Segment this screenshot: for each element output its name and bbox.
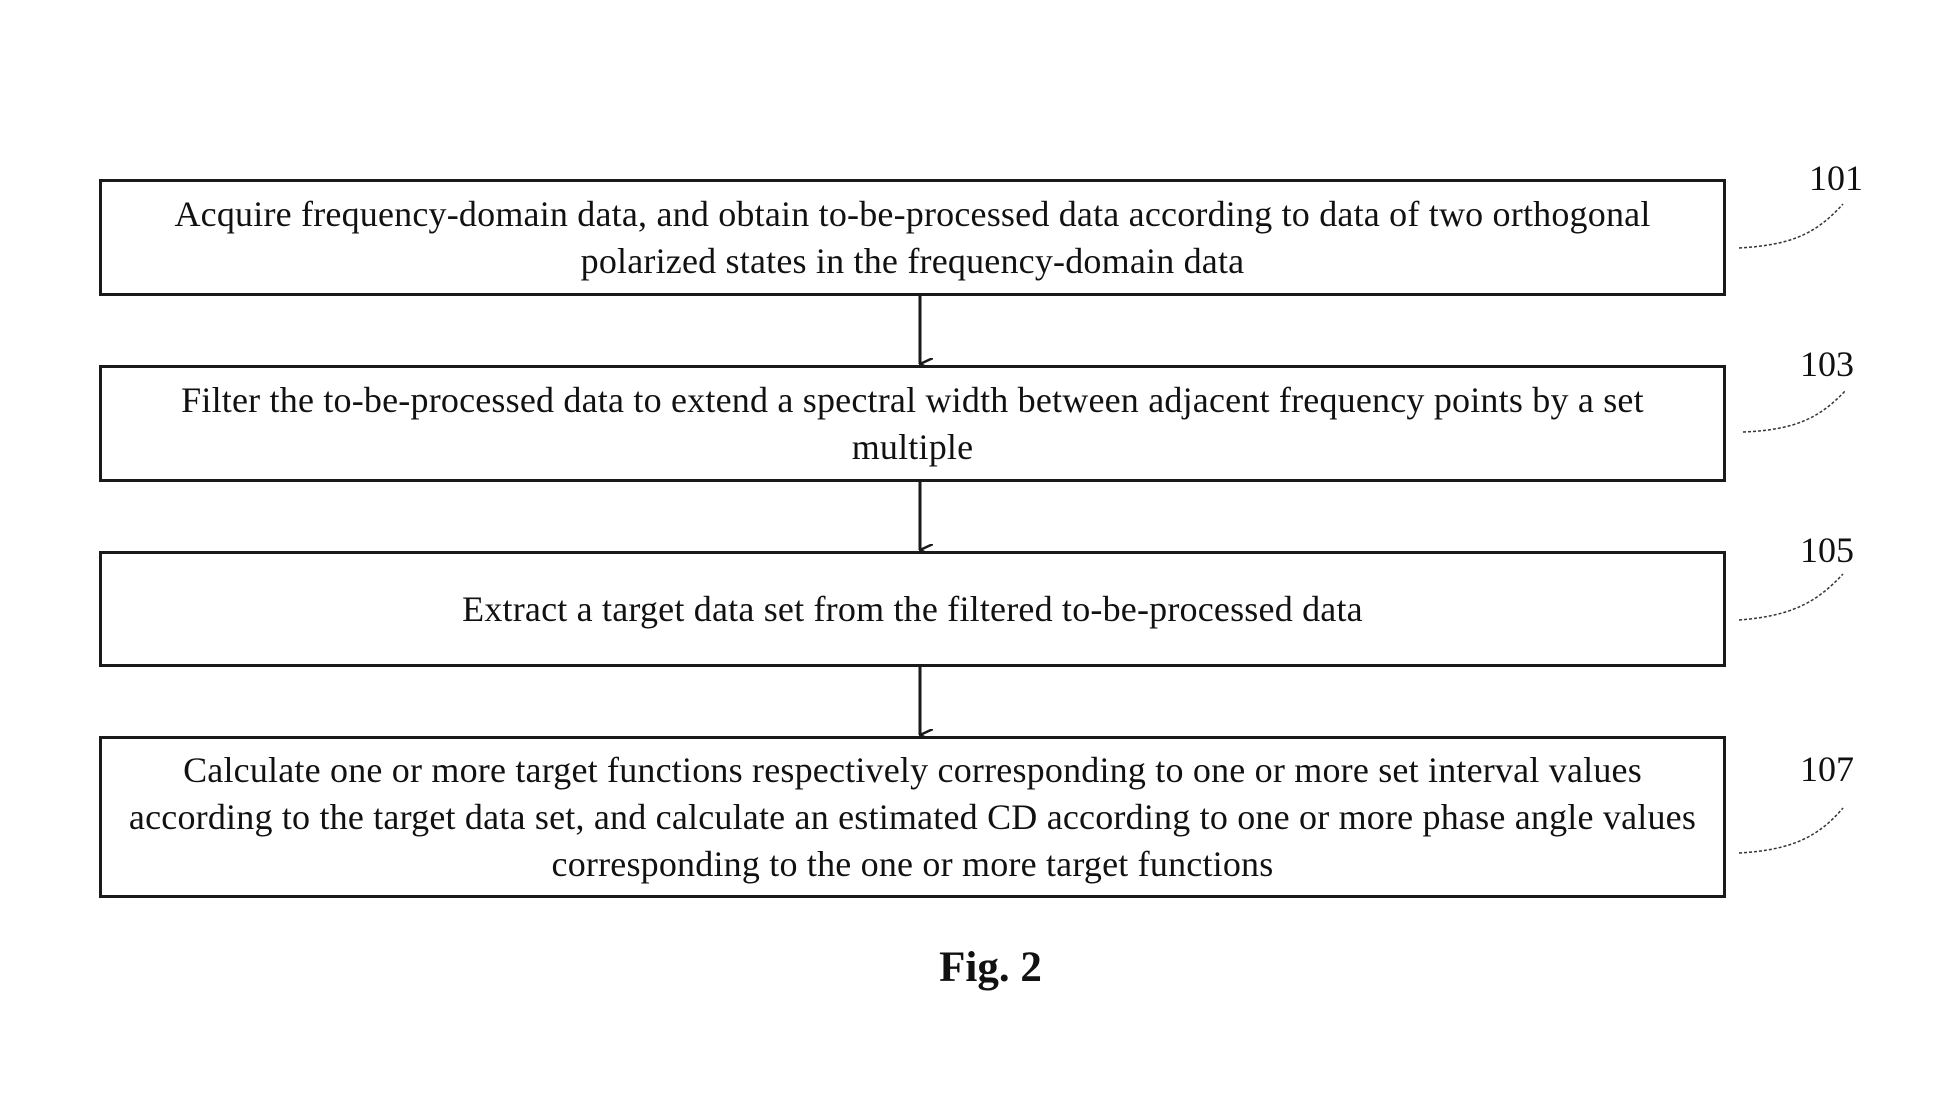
step-text-103: Filter the to-be-processed data to exten… bbox=[120, 377, 1705, 471]
step-text-101: Acquire frequency-domain data, and obtai… bbox=[120, 191, 1705, 285]
leader-line-107 bbox=[1739, 808, 1843, 853]
ref-label-103: 103 bbox=[1800, 346, 1854, 382]
leader-line-103 bbox=[1743, 390, 1846, 432]
step-text-105: Extract a target data set from the filte… bbox=[462, 586, 1363, 633]
step-text-107: Calculate one or more target functions r… bbox=[120, 747, 1705, 888]
step-box-103: Filter the to-be-processed data to exten… bbox=[99, 365, 1726, 482]
leader-line-105 bbox=[1739, 574, 1843, 620]
leader-line-101 bbox=[1739, 204, 1843, 248]
ref-label-105: 105 bbox=[1800, 532, 1854, 568]
ref-label-107: 107 bbox=[1800, 751, 1854, 787]
figure-caption: Fig. 2 bbox=[0, 943, 1949, 993]
step-box-105: Extract a target data set from the filte… bbox=[99, 551, 1726, 667]
step-box-101: Acquire frequency-domain data, and obtai… bbox=[99, 179, 1726, 296]
step-box-107: Calculate one or more target functions r… bbox=[99, 736, 1726, 898]
ref-label-101: 101 bbox=[1809, 160, 1863, 196]
